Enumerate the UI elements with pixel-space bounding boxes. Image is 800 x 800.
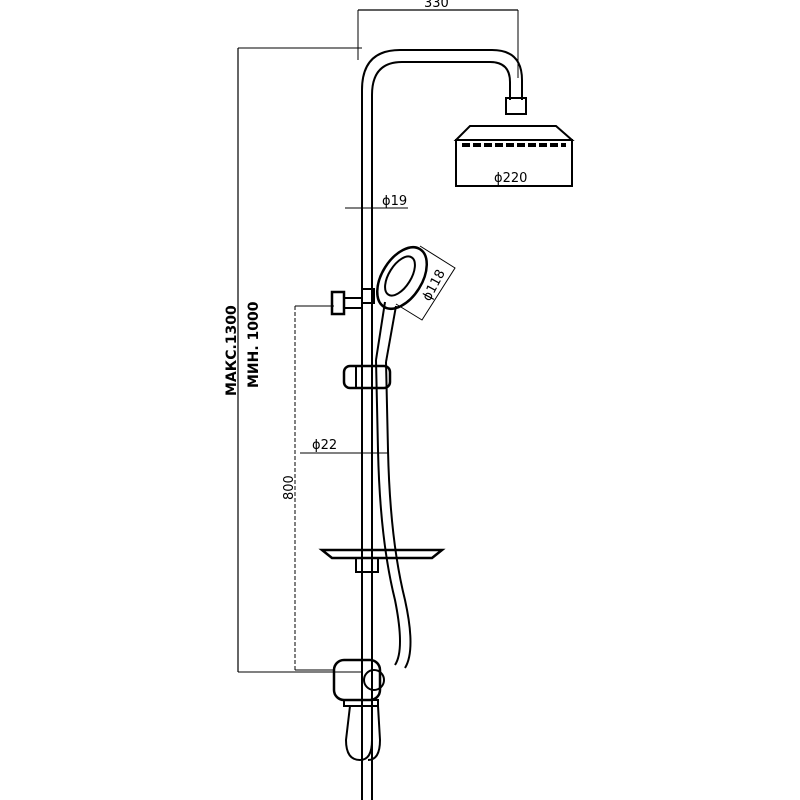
hose	[375, 359, 412, 669]
dimension-height: МАКС.1300 МИН. 1000	[224, 47, 362, 673]
dimension-bracket-height: 800	[282, 305, 334, 671]
dimension-pipe-diameter: ϕ19	[345, 194, 408, 209]
riser-pipe	[361, 49, 523, 800]
soap-shelf	[318, 548, 446, 573]
dimension-width: 330	[357, 0, 519, 78]
bar-diameter-label: ϕ22	[312, 438, 337, 453]
mixer	[332, 658, 385, 762]
dimension-bar-diameter: ϕ22	[300, 438, 388, 454]
height-min-label: МИН. 1000	[246, 301, 262, 388]
width-label: 330	[424, 0, 449, 11]
bracket-height-label: 800	[282, 475, 297, 500]
hand-shower: ϕ118	[375, 245, 456, 363]
slider	[342, 364, 392, 390]
pipe-diameter-label: ϕ19	[382, 194, 407, 209]
head-diameter-label: ϕ220	[494, 171, 527, 186]
overhead-shower-head: ϕ220	[453, 97, 575, 187]
wall-bracket	[330, 288, 375, 316]
height-max-label: МАКС.1300	[224, 305, 240, 396]
